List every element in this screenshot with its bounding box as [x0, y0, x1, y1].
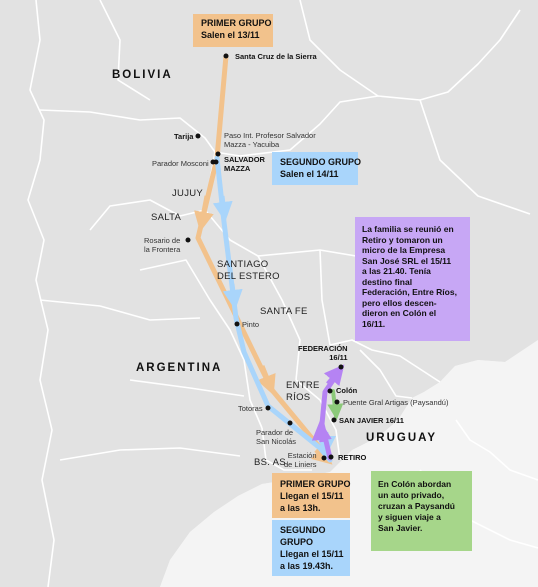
retiro-note-line9: dieron en Colón el	[362, 308, 437, 318]
first-arrival-line1: PRIMER GRUPO	[280, 479, 351, 489]
callout-retiro-note: La familia se reunió en Retiro y tomaron…	[355, 217, 470, 341]
label-paso-line2: Mazza - Yacuiba	[224, 140, 280, 149]
retiro-note-line6: destino final	[362, 276, 413, 287]
dot-totoras	[265, 405, 271, 411]
dot-retiro	[328, 454, 334, 460]
colon-note-line1: En Colón abordan	[378, 479, 452, 489]
callout-second-group-departure: SEGUNDO GRUPO Salen el 14/11	[272, 152, 362, 185]
label-rosario-line2: la Frontera	[144, 245, 181, 254]
region-santiago-del-estero: SANTIAGO DEL ESTERO	[217, 259, 280, 283]
route-family-arrow	[323, 364, 345, 387]
retiro-note-line10: 16/11.	[362, 318, 386, 329]
dot-paso-int	[215, 151, 221, 157]
retiro-note-line3: micro de la Empresa	[362, 245, 446, 255]
label-rosario-frontera: Rosario de la Frontera	[144, 236, 180, 254]
first-arrival-line2: Llegan el 15/11	[280, 491, 344, 501]
region-entre-rios-line1: ENTRE	[286, 380, 320, 391]
label-parador-san-nicolas: Parador de San Nicolás	[256, 428, 296, 446]
colon-note-line3: cruzan a Paysandú	[378, 501, 456, 511]
label-parador-mosconi: Parador Mosconi	[152, 159, 209, 168]
callout-second-departure-line1: SEGUNDO GRUPO	[280, 157, 362, 167]
first-arrival-line3: a las 13h.	[280, 503, 321, 513]
retiro-note-line4: San José SRL el 15/11	[362, 255, 452, 266]
region-santiago-line2: DEL ESTERO	[217, 271, 280, 282]
region-bs-as: BS. AS.	[254, 457, 289, 468]
route-second-arrow-2	[222, 283, 243, 310]
callout-first-group-departure: PRIMER GRUPO Salen el 13/11	[193, 14, 273, 47]
dot-parador-mosconi	[210, 159, 216, 165]
label-rosario-line1: Rosario de	[144, 236, 181, 245]
label-salvador-line1: SALVADOR	[224, 155, 265, 164]
label-parador-sn-line1: Parador de	[256, 428, 294, 437]
callout-colon-note: En Colón abordan un auto privado, cruzan…	[371, 471, 472, 551]
label-estacion-line1: Estación	[287, 451, 317, 460]
route-first-arrow-1	[194, 195, 214, 232]
label-salvador-line2: MAZZA	[224, 164, 251, 173]
retiro-note-line7: Federación, Entre Ríos,	[362, 287, 457, 297]
dot-parador-san-nicolas	[287, 420, 293, 426]
label-totoras: Totoras	[238, 404, 263, 413]
label-puente-artigas: Puente Gral Artigas (Paysandú)	[343, 398, 449, 407]
label-tarija: Tarija	[174, 132, 194, 141]
country-bolivia: BOLIVIA	[112, 69, 173, 81]
label-parador-sn-line2: San Nicolás	[256, 437, 297, 446]
route-second-arrow-1	[212, 195, 233, 222]
second-arrival-line1: SEGUNDO	[280, 525, 326, 535]
region-santa-fe: SANTA FE	[260, 306, 308, 317]
region-entre-rios: ENTRE RÍOS	[286, 380, 320, 404]
region-salta: SALTA	[151, 212, 182, 223]
callout-first-group-arrival: PRIMER GRUPO Llegan el 15/11 a las 13h.	[272, 473, 351, 518]
callout-first-departure-line1: PRIMER GRUPO	[201, 18, 272, 28]
route-family-arrow-2	[311, 420, 332, 443]
label-paso-int: Paso Int. Profesor Salvador Mazza - Yacu…	[224, 131, 316, 149]
second-arrival-line3: Llegan el 15/11	[280, 549, 344, 559]
dot-federacion	[338, 364, 344, 370]
dot-estacion-liniers	[321, 455, 327, 461]
second-arrival-line2: GRUPO	[280, 537, 314, 547]
colon-note-line2: un auto privado,	[378, 490, 445, 500]
route-first-group	[195, 53, 333, 463]
label-santa-cruz: Santa Cruz de la Sierra	[235, 52, 317, 61]
label-federacion-line1: FEDERACIÓN	[298, 344, 348, 353]
river-plate	[330, 430, 406, 476]
retiro-note-line2: Retiro y tomaron un	[362, 234, 443, 245]
callout-second-group-arrival: SEGUNDO GRUPO Llegan el 15/11 a las 19.4…	[272, 520, 350, 576]
callout-second-departure-line2: Salen el 14/11	[280, 169, 339, 179]
label-estacion-liniers: Estación de Liniers	[284, 451, 317, 469]
callout-first-departure-line2: Salen el 13/11	[201, 30, 260, 40]
label-estacion-line2: de Liniers	[284, 460, 317, 469]
country-argentina: ARGENTINA	[136, 362, 223, 374]
city-dots	[185, 53, 344, 461]
dot-tarija	[195, 133, 201, 139]
region-entre-rios-line2: RÍOS	[286, 392, 311, 403]
dot-san-javier	[331, 417, 337, 423]
label-paso-line1: Paso Int. Profesor Salvador	[224, 131, 316, 140]
dot-puente-artigas	[334, 399, 340, 405]
retiro-note-line1: La familia se reunió en	[362, 224, 454, 234]
label-federacion-line2: 16/11	[329, 353, 348, 362]
country-uruguay: URUGUAY	[366, 432, 438, 444]
region-jujuy: JUJUY	[172, 188, 204, 199]
label-colon: Colón	[336, 386, 358, 395]
colon-note-line5: San Javier.	[378, 523, 423, 533]
dot-colon	[327, 388, 333, 394]
label-retiro: RETIRO	[338, 453, 367, 462]
second-arrival-line4: a las 19.43h.	[280, 561, 334, 571]
dot-rosario-frontera	[185, 237, 191, 243]
region-santiago-line1: SANTIAGO	[217, 259, 269, 270]
colon-note-line4: y siguen viaje a	[378, 512, 441, 522]
retiro-note-line5: a las 21.40. Tenía	[362, 266, 431, 276]
dot-pinto	[234, 321, 240, 327]
label-pinto: Pinto	[242, 320, 260, 329]
dot-santa-cruz	[223, 53, 229, 59]
label-salvador-mazza: SALVADOR MAZZA	[224, 155, 265, 173]
retiro-note-line8: pero ellos descen-	[362, 297, 437, 308]
route-first-arrow-2	[257, 365, 276, 396]
label-san-javier: SAN JAVIER 16/11	[339, 416, 404, 425]
label-federacion: FEDERACIÓN 16/11	[298, 344, 348, 362]
